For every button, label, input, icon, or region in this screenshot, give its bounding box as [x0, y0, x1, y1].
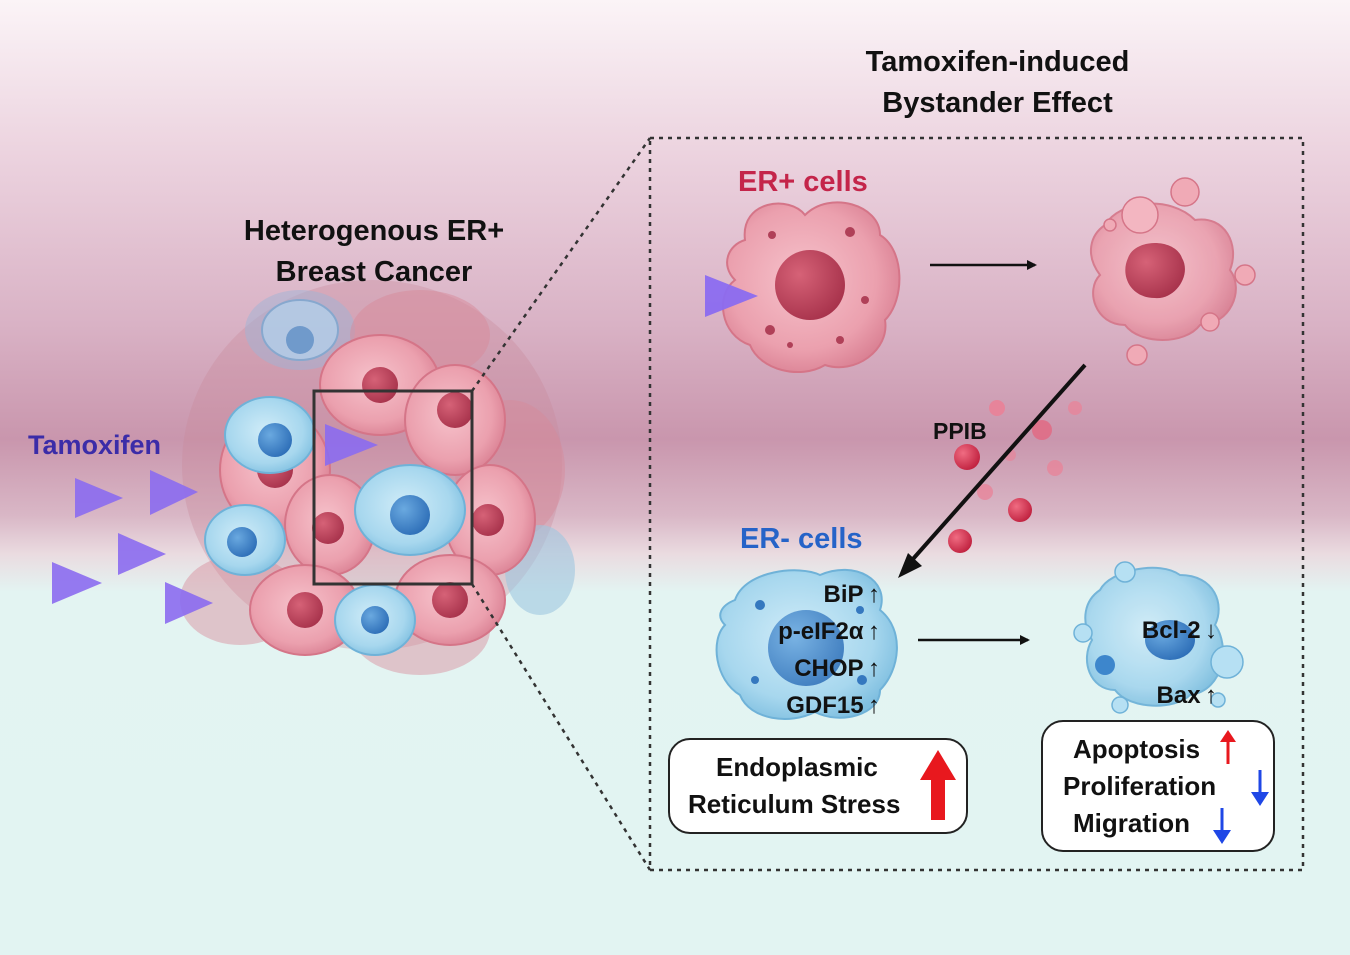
outcome-label: Migration — [1073, 808, 1190, 838]
marker-arrow: ↑ — [868, 581, 880, 608]
tumor-cluster — [180, 280, 575, 675]
dying-er-positive-cell — [1090, 177, 1256, 366]
marker-row: CHOP ↑ — [740, 652, 880, 689]
zoom-box — [312, 389, 474, 586]
marker-row: BiP ↑ — [740, 578, 880, 615]
tumor-label: Heterogenous ER+ Breast Cancer — [200, 211, 548, 293]
apoptotic-markers: Bcl-2 ↓ Bax ↑ — [1112, 600, 1217, 730]
drug-triangle — [75, 478, 123, 518]
outcome-label: Apoptosis — [1073, 734, 1201, 764]
title-line1: Tamoxifen-induced — [865, 46, 1130, 78]
outcome-down-arrow — [1213, 808, 1231, 844]
marker-arrow: ↑ — [1205, 682, 1217, 709]
marker-arrow: ↓ — [1205, 617, 1217, 644]
pink-cell — [404, 364, 506, 476]
marker-arrow: ↑ — [868, 655, 880, 682]
tumor-label-line1: Heterogenous ER+ — [243, 215, 505, 247]
marker-row: GDF15 ↑ — [740, 689, 880, 726]
outcome-down-arrow — [1251, 770, 1269, 806]
outcome-up-arrow — [1220, 730, 1236, 764]
ppib-label: PPIB — [933, 418, 987, 444]
er-stress-box: Endoplasmic Reticulum Stress — [668, 738, 968, 834]
tamoxifen-triangles — [52, 424, 378, 624]
er-stress-line1: Endoplasmic — [716, 752, 878, 782]
ppib-droplets — [948, 400, 1082, 553]
title-line2: Bystander Effect — [882, 87, 1113, 119]
marker-arrow: ↑ — [868, 692, 880, 719]
apoptotic-er-negative-cell — [1073, 561, 1244, 714]
marker-row: p-eIF2α ↑ — [740, 615, 880, 652]
marker-row: Bax ↑ — [1112, 665, 1217, 730]
outcome-label: Proliferation — [1063, 771, 1217, 801]
marker-name: Bcl-2 — [1141, 617, 1201, 644]
diagram-title: Tamoxifen-induced Bystander Effect — [800, 42, 1195, 124]
marker-name: CHOP — [794, 655, 864, 682]
blue-cell — [261, 299, 339, 361]
marker-name: GDF15 — [786, 692, 864, 719]
drug-triangle — [52, 562, 102, 604]
marker-arrow: ↑ — [868, 618, 880, 645]
marker-name: Bax — [1156, 682, 1201, 709]
drug-triangle — [705, 275, 758, 317]
arrow-ppib-to-erneg — [903, 363, 1087, 570]
er-positive-cell — [705, 201, 901, 374]
tumor-label-line2: Breast Cancer — [275, 256, 473, 288]
blue-cell — [204, 504, 286, 576]
pink-cell — [394, 554, 506, 646]
detail-panel — [648, 136, 1305, 872]
er-positive-label: ER+ cells — [738, 166, 868, 198]
arrowhead — [898, 553, 922, 578]
zoom-connector-top — [470, 137, 652, 392]
drug-label: Tamoxifen — [28, 430, 162, 460]
er-negative-label: ER- cells — [740, 523, 863, 555]
drug-triangle — [118, 533, 166, 575]
pink-cell — [249, 564, 361, 656]
zoom-connector-bottom — [470, 583, 652, 871]
pink-cell — [284, 474, 376, 576]
drug-triangle — [325, 424, 378, 466]
er-negative-markers: BiP ↑ p-eIF2α ↑ CHOP ↑ GDF15 ↑ — [740, 578, 880, 726]
er-stress-up-arrow — [920, 750, 956, 820]
blue-cell — [224, 396, 316, 474]
drug-triangle — [150, 470, 198, 515]
marker-name: p-eIF2α — [778, 618, 864, 645]
outcomes-box: Apoptosis Proliferation Migration — [1041, 720, 1275, 852]
drug-triangle — [165, 582, 213, 624]
blue-cell — [334, 584, 416, 656]
er-negative-cell — [715, 569, 898, 720]
er-stress-line2: Reticulum Stress — [688, 789, 901, 819]
marker-name: BiP — [823, 581, 864, 608]
blue-cell — [354, 464, 466, 556]
marker-row: Bcl-2 ↓ — [1112, 600, 1217, 665]
